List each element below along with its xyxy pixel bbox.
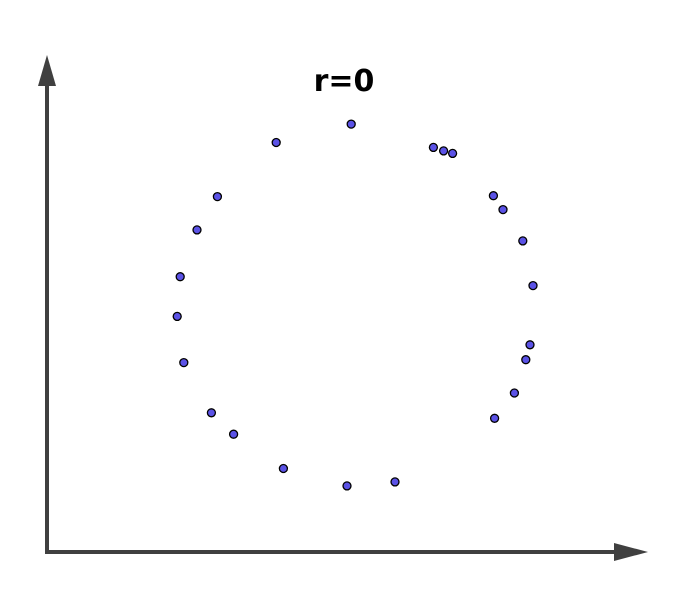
data-point-23: [342, 481, 352, 491]
data-point-1: [346, 119, 356, 129]
data-point-21: [278, 463, 289, 474]
data-point-12: [528, 280, 538, 291]
data-point-20: [228, 429, 239, 439]
data-point-2: [271, 137, 281, 148]
scatter-points: [172, 119, 538, 491]
data-point-3: [428, 142, 439, 153]
data-point-9: [192, 225, 202, 235]
x-axis: [45, 543, 648, 561]
data-point-19: [489, 413, 500, 423]
data-point-15: [179, 357, 189, 368]
data-point-5: [447, 148, 458, 159]
data-point-11: [175, 272, 185, 282]
x-axis-arrow-icon: [614, 543, 648, 561]
data-point-17: [509, 388, 520, 398]
chart-title: r=0: [314, 64, 375, 99]
data-point-16: [521, 355, 531, 365]
data-point-14: [525, 340, 535, 350]
y-axis-arrow-icon: [38, 55, 56, 86]
data-point-18: [206, 408, 217, 418]
data-point-10: [518, 236, 528, 246]
data-point-7: [488, 191, 499, 201]
data-point-22: [390, 477, 400, 487]
data-point-8: [498, 204, 508, 215]
y-axis: [38, 55, 56, 554]
data-point-4: [438, 146, 449, 156]
data-point-6: [212, 191, 223, 202]
data-point-13: [172, 311, 182, 322]
